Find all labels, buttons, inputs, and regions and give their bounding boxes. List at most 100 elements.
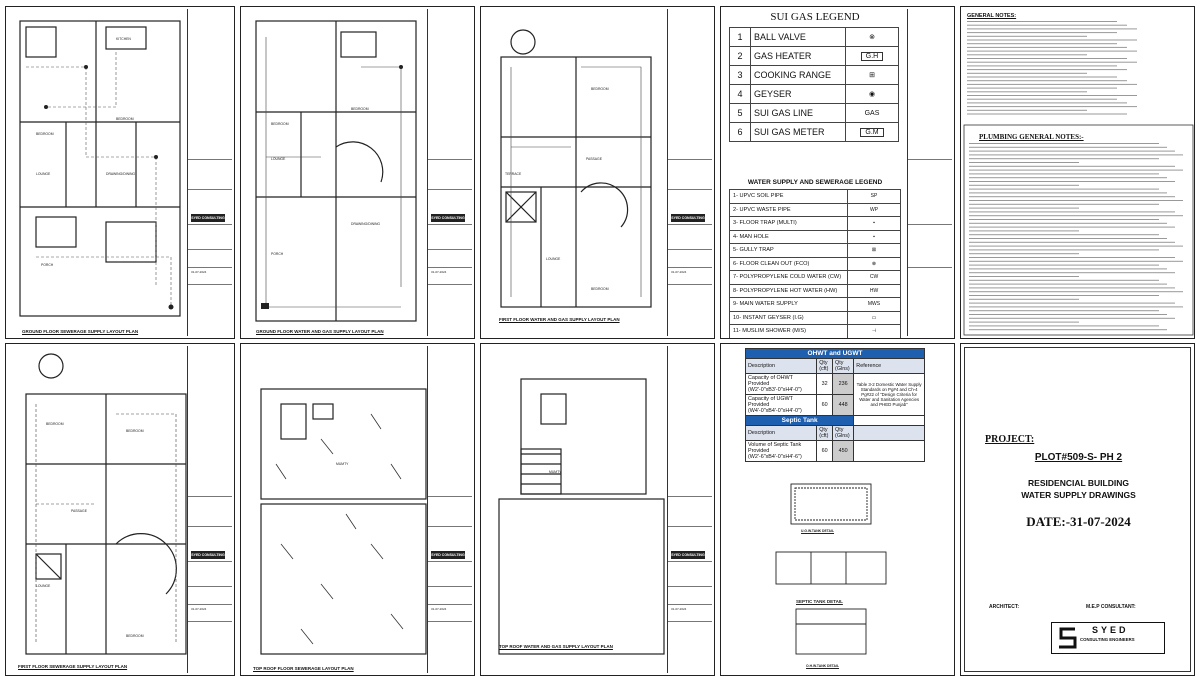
floor-plan-drawing: [19, 20, 181, 317]
room-label: BEDROOM: [46, 422, 64, 426]
sheet-ff-water-gas[interactable]: BEDROOM BEDROOM LOUNGE TERRACE PASSAGE F…: [480, 6, 715, 339]
gas-heater-symbol: G.H: [860, 51, 884, 61]
gas-line-symbol: GAS: [864, 109, 880, 117]
table-row: Capacity of OHWT Provided (W2'-0"xB3'-0"…: [744, 373, 925, 416]
firm-logo: SYED CONSULTING: [671, 214, 705, 222]
legend-label: 1- UPVC SOIL PIPE: [729, 189, 848, 204]
note-line: [969, 257, 1175, 258]
note-line: [969, 234, 1159, 236]
gas-meter-symbol: G.M: [860, 127, 884, 137]
note-line: [969, 283, 1167, 285]
sheet-roof-water-gas[interactable]: MUMTY TOP ROOF WATER AND GAS SUPPLY LAYO…: [480, 343, 715, 676]
title-block: SYED CONSULTING 31-07-2024: [667, 346, 712, 673]
note-line: [969, 253, 1079, 255]
note-line: [967, 46, 1127, 48]
project-line1: RESIDENCIAL BUILDING: [1028, 478, 1129, 488]
room-label: PASSAGE: [71, 509, 87, 513]
note-line: [969, 298, 1079, 300]
note-line: [969, 329, 1167, 331]
legend-symbol: MWS: [847, 297, 901, 312]
legend-label: 12- BALL VALVE: [729, 337, 848, 338]
note-line: [969, 184, 1079, 186]
note-line: [967, 95, 1137, 96]
legend-row: 11- MUSLIM SHOWER (M/S)⊣: [729, 324, 901, 338]
sheet-caption: GROUND FLOOR WATER AND GAS SUPPLY LAYOUT…: [256, 329, 384, 334]
sheet-project-cover[interactable]: PROJECT: PLOT#509-S- PH 2 RESIDENCIAL BU…: [960, 343, 1195, 676]
note-line: [969, 222, 1167, 224]
note-line: [967, 69, 1127, 71]
sheet-gf-water-gas[interactable]: DRAWING/DINING LOUNGE BEDROOM BEDROOM PO…: [240, 6, 475, 339]
legend-label: 2- UPVC WASTE PIPE: [729, 202, 848, 217]
note-line: [967, 43, 1117, 45]
legend-row: 4- MAN HOLE▪: [729, 229, 901, 244]
note-line: [969, 203, 1159, 205]
room-label: PASSAGE: [586, 157, 602, 161]
legend-label: 7- POLYPROPYLENE COLD WATER (CW): [729, 270, 848, 285]
legend-label: 9- MAIN WATER SUPPLY: [729, 297, 848, 312]
note-line: [969, 188, 1159, 190]
note-line: [969, 207, 1079, 209]
legend-symbol: ⊣: [847, 324, 901, 338]
sheet-tank-details[interactable]: OHWT and UGWT Description Qty (cft) Qty …: [720, 343, 955, 676]
note-line: [969, 230, 1079, 232]
legend-symbol: ⋈: [847, 337, 901, 338]
floor-plan-drawing: [260, 388, 427, 655]
legend-row: 7- POLYPROPYLENE COLD WATER (CW)CW: [729, 270, 901, 285]
note-line: [969, 291, 1183, 293]
note-line: [967, 21, 1117, 22]
note-line: [967, 28, 1137, 30]
legend-row: 10- INSTANT GEYSER (I.G)▭: [729, 310, 901, 325]
room-label: BEDROOM: [591, 87, 609, 91]
title-block-date: 31-07-2024: [671, 607, 687, 611]
legend-row: 12- BALL VALVE⋈: [729, 337, 901, 338]
room-label: BEDROOM: [351, 107, 369, 111]
room-label: BEDROOM: [126, 634, 144, 638]
firm-logo: SYED CONSULTING: [671, 551, 705, 559]
legend-label: 5- GULLY TRAP: [729, 243, 848, 258]
note-line: [969, 306, 1183, 308]
note-line: [967, 76, 1117, 78]
sheet-caption: FIRST FLOOR SEWERAGE SUPPLY LAYOUT PLAN: [18, 664, 128, 669]
note-line: [967, 87, 1117, 89]
water-legend-title: WATER SUPPLY AND SEWERAGE LEGEND: [747, 179, 883, 186]
firm-logo: SYED CONSULTING: [431, 551, 465, 559]
legend-row: 5- GULLY TRAP⊠: [729, 243, 901, 258]
legend-label: 11- MUSLIM SHOWER (M/S): [729, 324, 848, 338]
sheet-gf-sewerage[interactable]: BEDROOM BEDROOM DRAWING/DINING LOUNGE PO…: [5, 6, 235, 339]
title-block-date: 31-07-2024: [191, 270, 207, 274]
cover-border: [964, 347, 1191, 672]
note-line: [969, 314, 1167, 315]
note-line: [969, 268, 1167, 270]
legend-symbol: HW: [847, 283, 901, 298]
range-icon: ⊞: [869, 72, 875, 79]
note-line: [969, 260, 1183, 262]
note-line: [967, 72, 1087, 74]
note-line: [969, 146, 1167, 148]
legend-row: 3- FLOOR TRAP (MULTI)▪: [729, 216, 901, 231]
sheet-ff-sewerage[interactable]: BEDROOM BEDROOM LOUNGE PASSAGE BEDROOM F…: [5, 343, 235, 676]
note-line: [969, 158, 1159, 160]
sheet-caption: GROUND FLOOR SEWERAGE SUPPLY LAYOUT PLAN: [22, 329, 139, 334]
sheet-roof-sewerage[interactable]: MUMTY TOP ROOF FLOOR SEWERAGE LAYOUT PLA…: [240, 343, 475, 676]
room-label: PORCH: [271, 252, 284, 256]
legend-row: 8- POLYPROPYLENE HOT WATER (HW)HW: [729, 283, 901, 298]
room-label: TERRACE: [505, 172, 522, 176]
legend-symbol: ▪: [847, 216, 901, 231]
sheet-notes[interactable]: GENERAL NOTES: PLUMBING GENERAL NOTES:-: [960, 6, 1195, 339]
project-label: PROJECT:: [985, 434, 1035, 445]
note-line: [969, 325, 1159, 327]
floor-plan-drawing: [500, 29, 652, 308]
room-label: BEDROOM: [591, 287, 609, 291]
title-block-date: 31-07-2024: [431, 607, 447, 611]
general-notes-title: GENERAL NOTES:: [967, 13, 1017, 19]
note-line: [969, 154, 1183, 156]
ohwt-table: OHWT and UGWT Description Qty (cft) Qty …: [744, 348, 925, 462]
